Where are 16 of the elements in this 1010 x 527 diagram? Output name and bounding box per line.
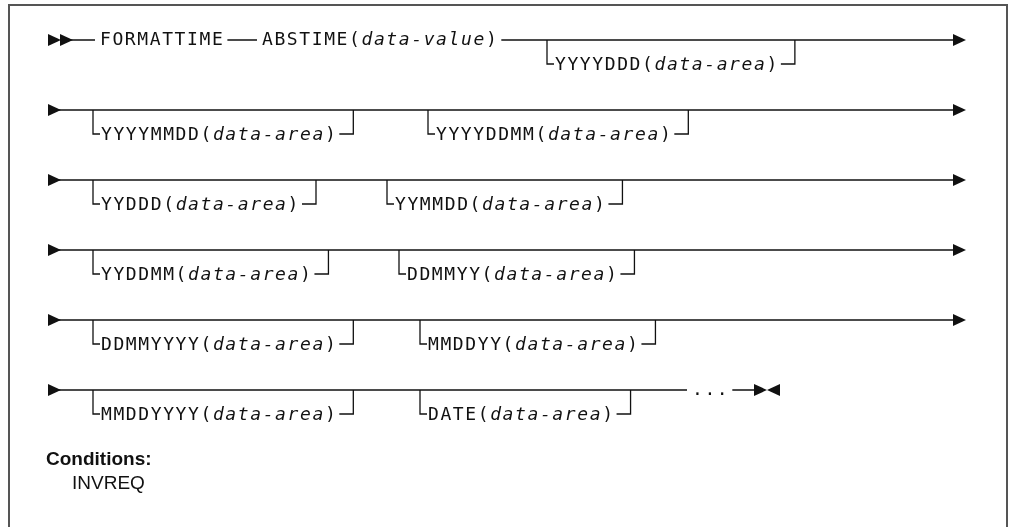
optional-keyword: DATE(data-area) [428, 403, 615, 425]
optional-keyword: YYMMDD(data-area) [395, 193, 607, 215]
optional-keyword: DDMMYYYY(data-area) [101, 333, 338, 355]
optional-keyword: YYDDD(data-area) [101, 193, 300, 215]
syntax-keyword: ... [692, 378, 730, 400]
optional-keyword: YYYYMMDD(data-area) [101, 123, 338, 145]
optional-keyword: MMDDYYYY(data-area) [101, 403, 338, 425]
condition-name: INVREQ [72, 472, 145, 494]
conditions-heading: Conditions: [46, 448, 152, 470]
optional-keyword: YYYYDDD(data-area) [555, 53, 779, 75]
optional-keyword: YYYYDDMM(data-area) [436, 123, 673, 145]
syntax-keyword: FORMATTIME [100, 28, 225, 50]
syntax-keyword: ABSTIME(data-value) [262, 28, 499, 50]
optional-keyword: MMDDYY(data-area) [428, 333, 640, 355]
optional-keyword: DDMMYY(data-area) [407, 263, 619, 285]
optional-keyword: YYDDMM(data-area) [101, 263, 313, 285]
